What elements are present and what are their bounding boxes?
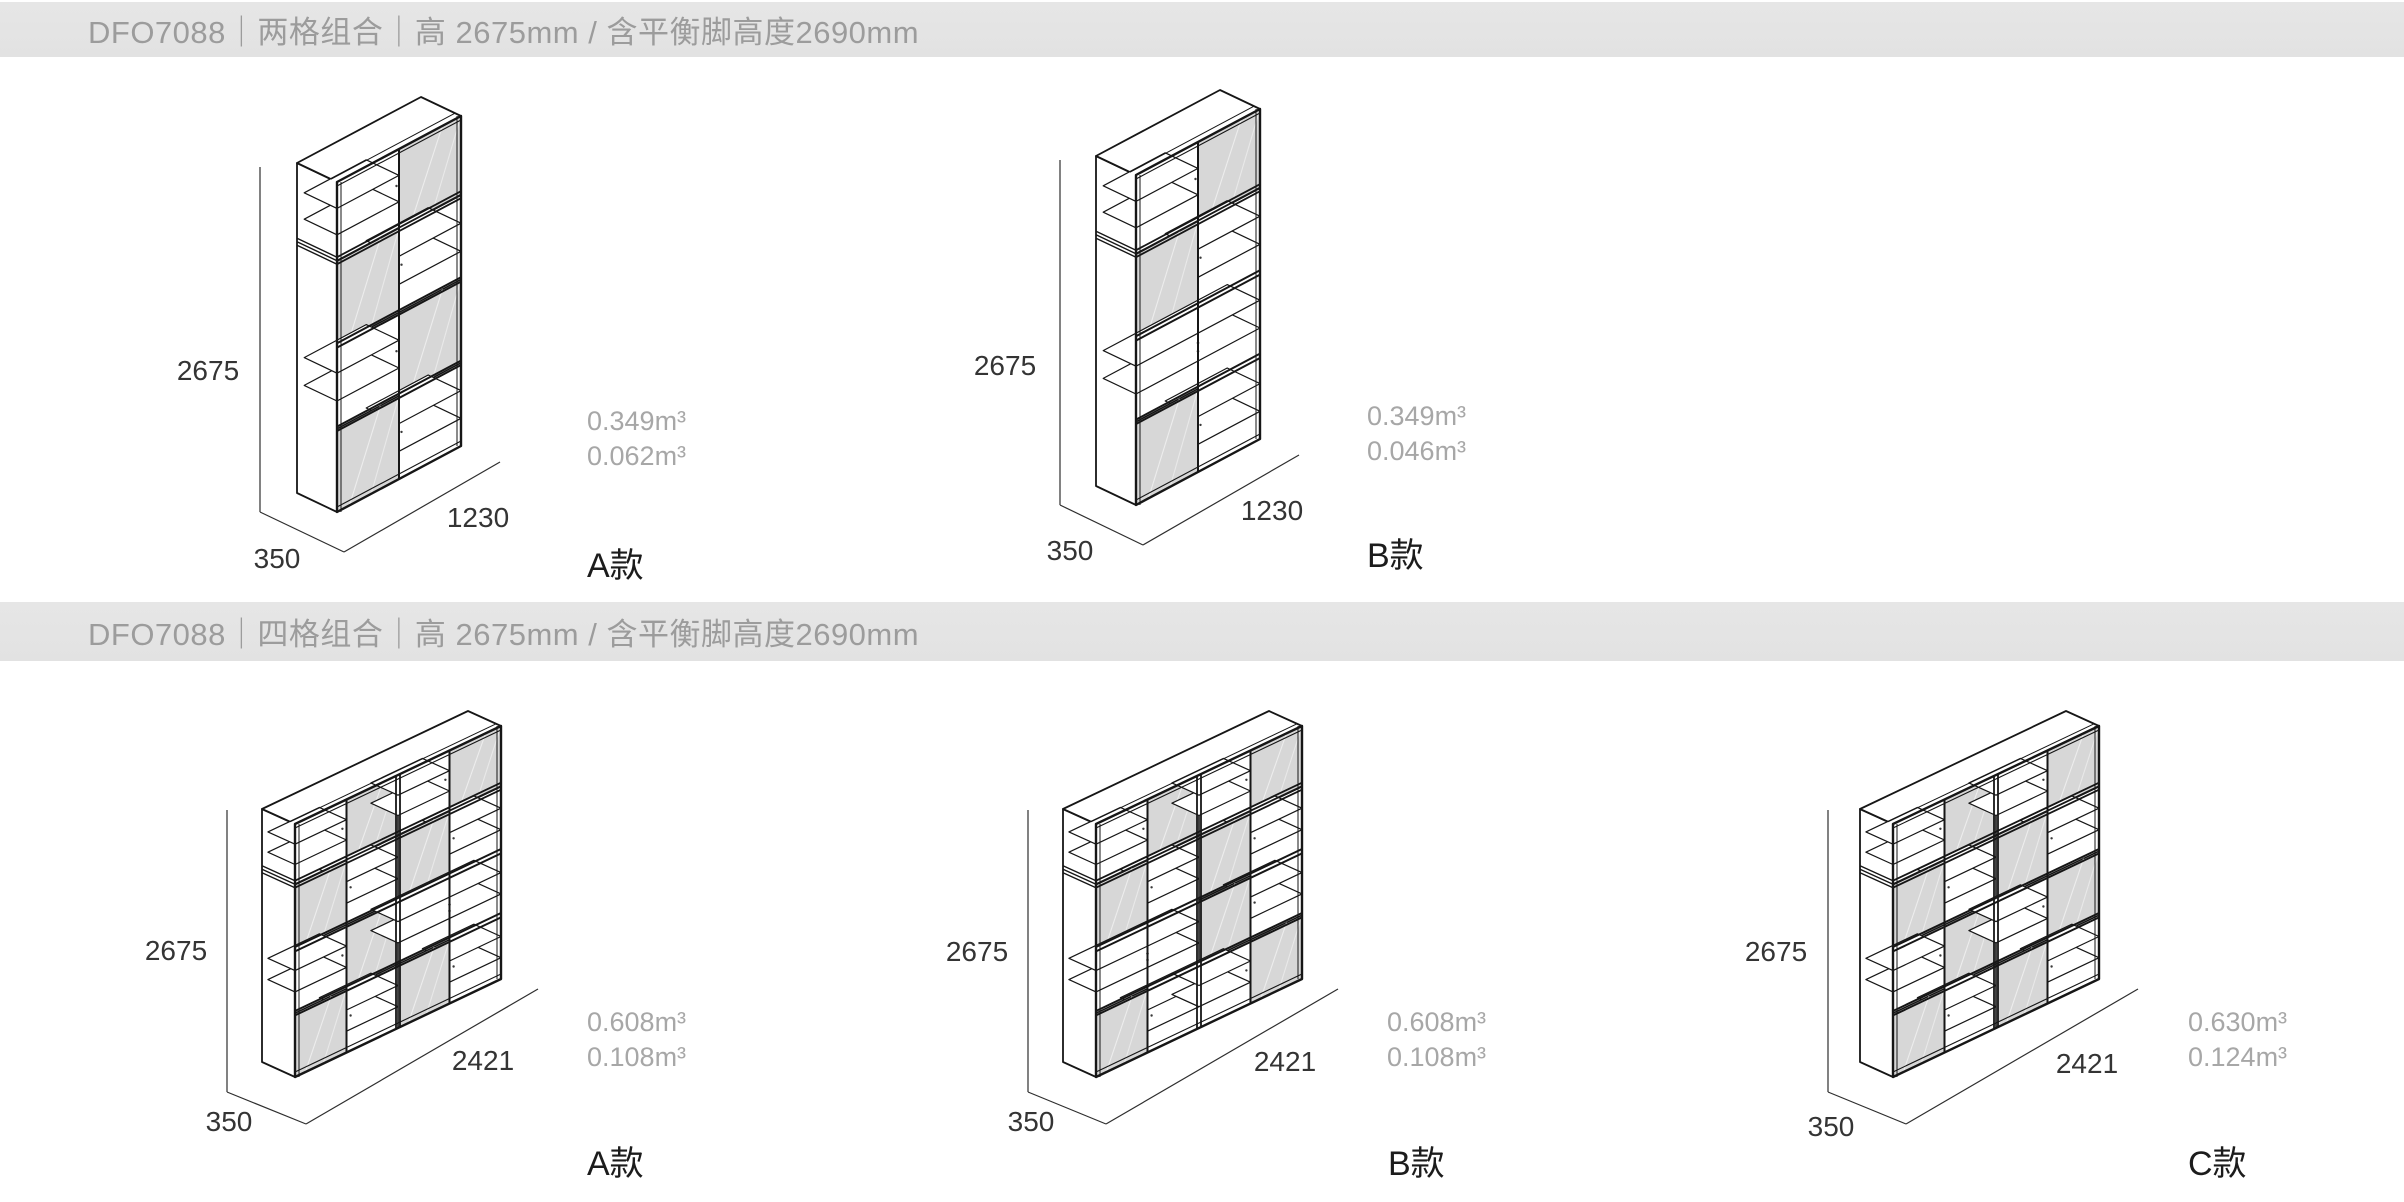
width-dim-label: 2421 (2055, 1048, 2119, 1079)
volume-doors: 0.046m³ (1367, 436, 1467, 466)
section-header-four-grid: DFO7088｜四格组合｜高 2675mm / 含平衡脚高度2690mm (0, 602, 2404, 661)
depth-dim-label: 350 (205, 1106, 253, 1137)
shelf-drawing-1-1 (1027, 710, 1339, 1125)
volume-block: 0.630m³ 0.124m³ (2188, 1005, 2287, 1075)
volume-block: 0.349m³ 0.062m³ (587, 404, 686, 474)
volume-total: 0.349m³ (587, 406, 687, 436)
width-dim-label: 1230 (1240, 495, 1304, 526)
width-dim-label: 2421 (451, 1045, 515, 1076)
shelf-drawing-1-2 (1827, 710, 2139, 1125)
section-header-text: DFO7088｜四格组合｜高 2675mm / 含平衡脚高度2690mm (88, 617, 920, 652)
variant-label: A款 (587, 547, 644, 585)
depth-dim-label: 350 (1007, 1106, 1055, 1137)
variant-label: C款 (2188, 1145, 2247, 1183)
volume-total: 0.608m³ (587, 1007, 687, 1037)
volume-total: 0.608m³ (1387, 1007, 1487, 1037)
section-header-two-grid: DFO7088｜两格组合｜高 2675mm / 含平衡脚高度2690mm (0, 2, 2404, 57)
depth-dim-label: 350 (1046, 535, 1094, 566)
depth-dim-label: 350 (253, 543, 301, 574)
volume-block: 0.608m³ 0.108m³ (587, 1005, 686, 1075)
width-dim-label: 1230 (446, 502, 510, 533)
volume-doors: 0.124m³ (2188, 1042, 2288, 1072)
depth-dim-label: 350 (1807, 1111, 1855, 1142)
volume-doors: 0.108m³ (1387, 1042, 1487, 1072)
height-dim-label: 2675 (945, 936, 1009, 967)
volume-doors: 0.062m³ (587, 441, 687, 471)
section-header-text: DFO7088｜两格组合｜高 2675mm / 含平衡脚高度2690mm (88, 15, 920, 50)
shelf-drawing-0-0 (259, 96, 501, 553)
height-dim-label: 2675 (144, 935, 208, 966)
volume-doors: 0.108m³ (587, 1042, 687, 1072)
variant-label: B款 (1388, 1145, 1445, 1183)
volume-block: 0.349m³ 0.046m³ (1367, 399, 1466, 469)
variant-label: B款 (1367, 537, 1424, 575)
height-dim-label: 2675 (176, 355, 240, 386)
height-dim-label: 2675 (973, 350, 1037, 381)
shelf-drawing-1-0 (226, 710, 539, 1125)
volume-block: 0.608m³ 0.108m³ (1387, 1005, 1486, 1075)
width-dim-label: 2421 (1253, 1046, 1317, 1077)
volume-total: 0.349m³ (1367, 401, 1467, 431)
height-dim-label: 2675 (1744, 936, 1808, 967)
shelf-drawing-0-1 (1059, 89, 1300, 546)
volume-total: 0.630m³ (2188, 1007, 2288, 1037)
variant-label: A款 (587, 1145, 644, 1183)
